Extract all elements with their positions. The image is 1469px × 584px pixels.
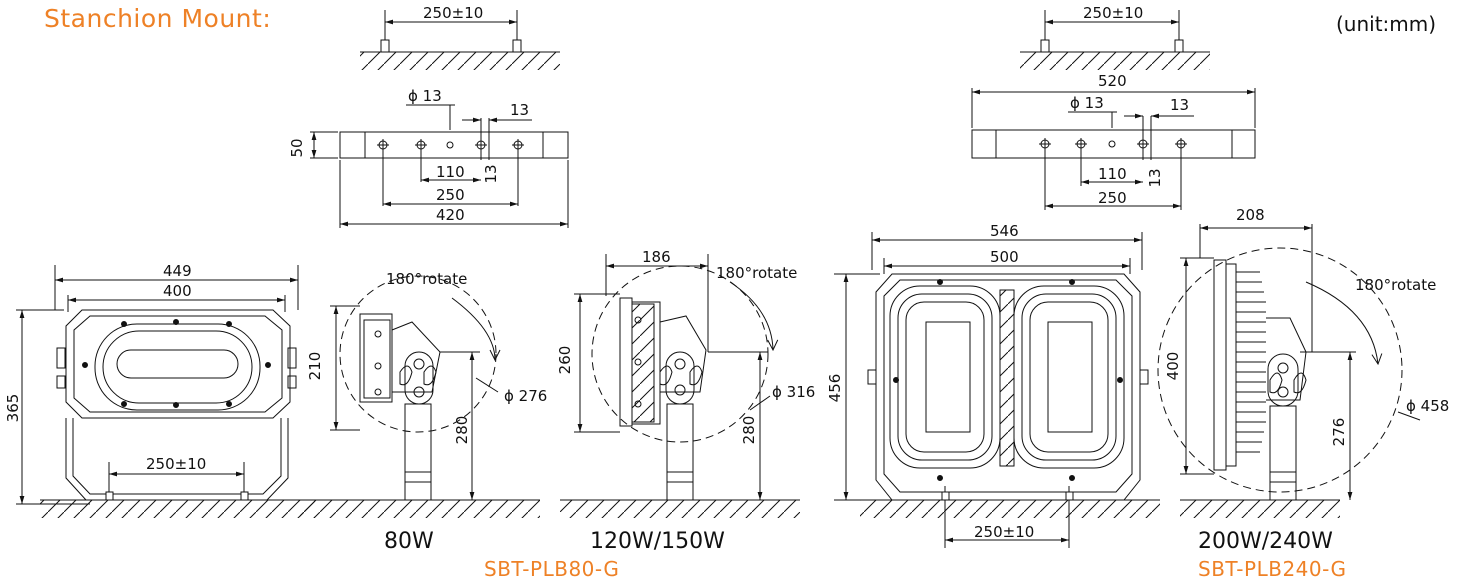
dim-width-outer: 449 (163, 262, 192, 280)
unit-note: (unit:mm) (1336, 12, 1437, 36)
dim-fixture-height: 210 (306, 352, 324, 381)
dim-bracket-length: 420 (436, 206, 465, 224)
dim-bolt-spacing: 250±10 (423, 4, 483, 22)
dim-stanchion-height: 280 (740, 416, 758, 445)
dim-fixture-height: 400 (1164, 352, 1182, 381)
dim-bracket-length: 520 (1098, 72, 1127, 90)
wattage-label-120w-150w: 120W/150W (590, 529, 725, 554)
rotate-note: 180°rotate (386, 270, 467, 288)
right-bracket-front-view (971, 88, 1256, 210)
dim-depth: 208 (1236, 206, 1265, 224)
dim-hole-diameter: ϕ 13 (1070, 94, 1104, 112)
front-view-200w-240w (834, 232, 1160, 548)
dim-total-height: 456 (826, 374, 844, 403)
dim-width-inner: 400 (163, 282, 192, 300)
bolt-icon (380, 34, 390, 53)
dim-slot-length: 13 (482, 164, 500, 183)
dim-stanchion-height: 276 (1330, 418, 1348, 447)
dim-swing-diameter: ϕ 458 (1406, 397, 1449, 415)
side-view-80w (300, 275, 540, 518)
dim-slot-length: 13 (1146, 168, 1164, 187)
dim-fixture-height: 260 (556, 346, 574, 375)
rotate-note: 180°rotate (1355, 276, 1436, 294)
dim-total-height: 365 (4, 394, 22, 423)
dim-swing-diameter: ϕ 276 (504, 387, 547, 405)
dim-bolt-spacing: 250±10 (974, 523, 1034, 541)
dim-depth: 186 (642, 248, 671, 266)
page-heading: Stanchion Mount: (44, 4, 272, 33)
dim-inner-spacing: 110 (436, 163, 465, 181)
dim-width-inner: 500 (990, 248, 1019, 266)
front-view-80w (16, 265, 315, 518)
bolt-icon (941, 486, 950, 501)
model-name-large: SBT-PLB240-G (1198, 557, 1347, 581)
dim-hole-diameter: ϕ 13 (408, 87, 442, 105)
left-bracket-front-view (310, 104, 569, 228)
bolt-icon (1174, 34, 1184, 53)
dim-bracket-height: 50 (288, 138, 306, 157)
left-bracket-top-view (360, 10, 560, 70)
dim-outer-spacing: 250 (436, 186, 465, 204)
dim-slot-width: 13 (1170, 96, 1189, 114)
dim-bolt-spacing: 250±10 (1083, 4, 1143, 22)
dim-swing-diameter: ϕ 316 (772, 383, 815, 401)
wattage-label-80w: 80W (384, 529, 434, 554)
model-name-small: SBT-PLB80-G (484, 557, 620, 581)
dim-width-outer: 546 (990, 222, 1019, 240)
dim-inner-spacing: 110 (1098, 165, 1127, 183)
dim-slot-width: 13 (510, 101, 529, 119)
dim-outer-spacing: 250 (1098, 189, 1127, 207)
side-view-120w-150w (560, 254, 800, 518)
bolt-icon (240, 486, 249, 501)
right-bracket-top-view (1020, 10, 1210, 70)
bolt-icon (512, 34, 522, 53)
bolt-icon (1065, 486, 1074, 501)
dim-stanchion-height: 280 (453, 416, 471, 445)
bolt-icon (105, 486, 114, 501)
rotate-note: 180°rotate (716, 264, 797, 282)
wattage-label-200w-240w: 200W/240W (1198, 529, 1333, 554)
dim-bolt-spacing: 250±10 (146, 455, 206, 473)
bolt-icon (1040, 34, 1050, 53)
side-view-200w-240w (1157, 224, 1421, 518)
